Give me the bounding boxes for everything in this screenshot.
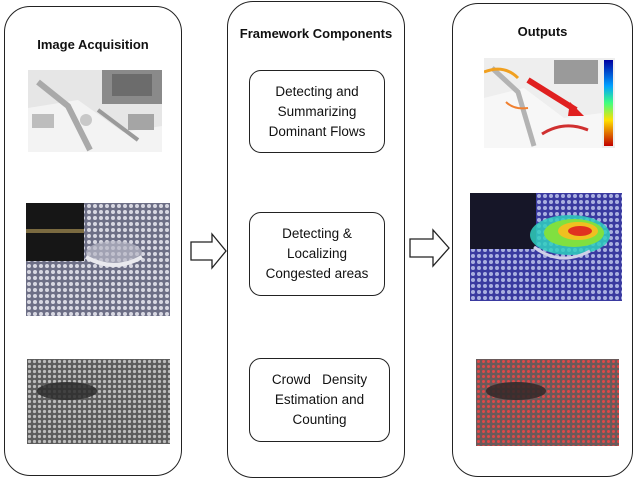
crowd-density-overlay xyxy=(476,359,619,446)
dense-crowd-grayscale-photo xyxy=(27,359,170,444)
crowd-around-kaaba-photo xyxy=(26,203,170,316)
image-acquisition-title: Image Acquisition xyxy=(37,37,149,52)
dominant-flows-box: Detecting and Summarizing Dominant Flows xyxy=(249,70,385,153)
congested-areas-line-2: Localizing xyxy=(286,246,348,261)
congested-areas-box: Detecting & Localizing Congested areas xyxy=(249,212,385,296)
crowd-density-line-3: Counting xyxy=(292,412,347,427)
framework-components-title: Framework Components xyxy=(239,26,393,41)
congested-areas-line-1: Detecting & xyxy=(282,226,352,241)
flow-arrow-left xyxy=(190,232,228,270)
outputs-title: Outputs xyxy=(517,24,568,39)
crowd-density-line-2: Estimation and xyxy=(274,392,365,407)
dominant-flow-map xyxy=(484,58,615,148)
crowd-density-box: Crowd Density Estimation and Counting xyxy=(249,358,390,442)
dominant-flows-line-2: Summarizing xyxy=(277,103,357,119)
congestion-heatmap xyxy=(470,193,622,301)
flow-arrow-right xyxy=(409,228,451,268)
aerial-view-photo xyxy=(28,70,162,152)
crowd-density-line-1: Crowd Density xyxy=(271,372,368,387)
congested-areas-line-3: Congested areas xyxy=(265,266,369,281)
dominant-flows-line-1: Detecting and xyxy=(275,83,359,99)
dominant-flows-line-3: Dominant Flows xyxy=(268,123,366,139)
